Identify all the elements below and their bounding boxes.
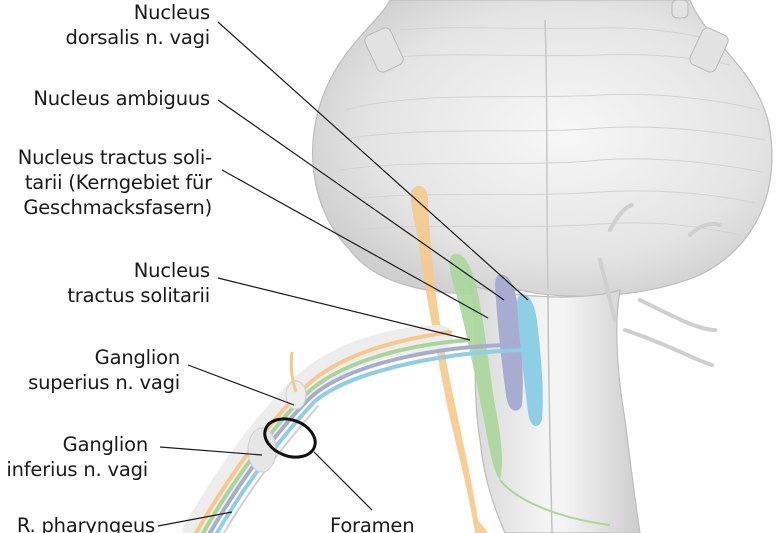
foramen-ring bbox=[263, 417, 317, 459]
yellow-branch bbox=[289, 351, 298, 393]
nucleus-ambiguus-shape bbox=[517, 294, 543, 427]
pons-sulcus bbox=[544, 19, 549, 291]
green-branch-lower bbox=[499, 479, 611, 526]
label-nucleus-ambiguus: Nucleus ambiguus bbox=[33, 87, 210, 110]
leader-ambiguus bbox=[217, 99, 505, 301]
ganglion-inferius-shape bbox=[247, 427, 277, 473]
leader-ganglion-superius bbox=[187, 364, 295, 406]
leader-foramen bbox=[313, 451, 373, 511]
leader-solitarii-taste bbox=[221, 169, 489, 319]
label-nucleus-solitarii-taste: Nucleus tractus soli- tarii (Kerngebiet … bbox=[17, 146, 212, 219]
label-nucleus-dorsalis: Nucleus dorsalis n. vagi bbox=[65, 1, 211, 49]
leader-dorsalis bbox=[217, 21, 529, 301]
leader-solitarii bbox=[217, 277, 471, 341]
label-ganglion-inferius: Ganglion inferius n. vagi bbox=[6, 433, 148, 481]
label-nucleus-solitarii: Nucleus tractus solitarii bbox=[67, 259, 210, 307]
nucleus-solitarii-shape bbox=[449, 253, 503, 480]
label-foramen: Foramen bbox=[330, 514, 415, 533]
label-r-pharyngeus: R. pharyngeus bbox=[16, 514, 155, 533]
nucleus-solitarii-taste-shape bbox=[410, 185, 488, 533]
leader-lines bbox=[157, 21, 529, 527]
nucleus-dorsalis-shape bbox=[495, 274, 523, 411]
nerve-stubs bbox=[364, 0, 729, 73]
leader-r-pharyngeus bbox=[157, 511, 233, 527]
label-ganglion-superius: Ganglion superius n. vagi bbox=[28, 346, 180, 394]
ganglion-superius-shape bbox=[285, 380, 307, 410]
nerve-roots-right bbox=[598, 203, 722, 367]
leader-ganglion-inferius bbox=[159, 446, 263, 456]
medulla-sulcus bbox=[547, 294, 553, 533]
